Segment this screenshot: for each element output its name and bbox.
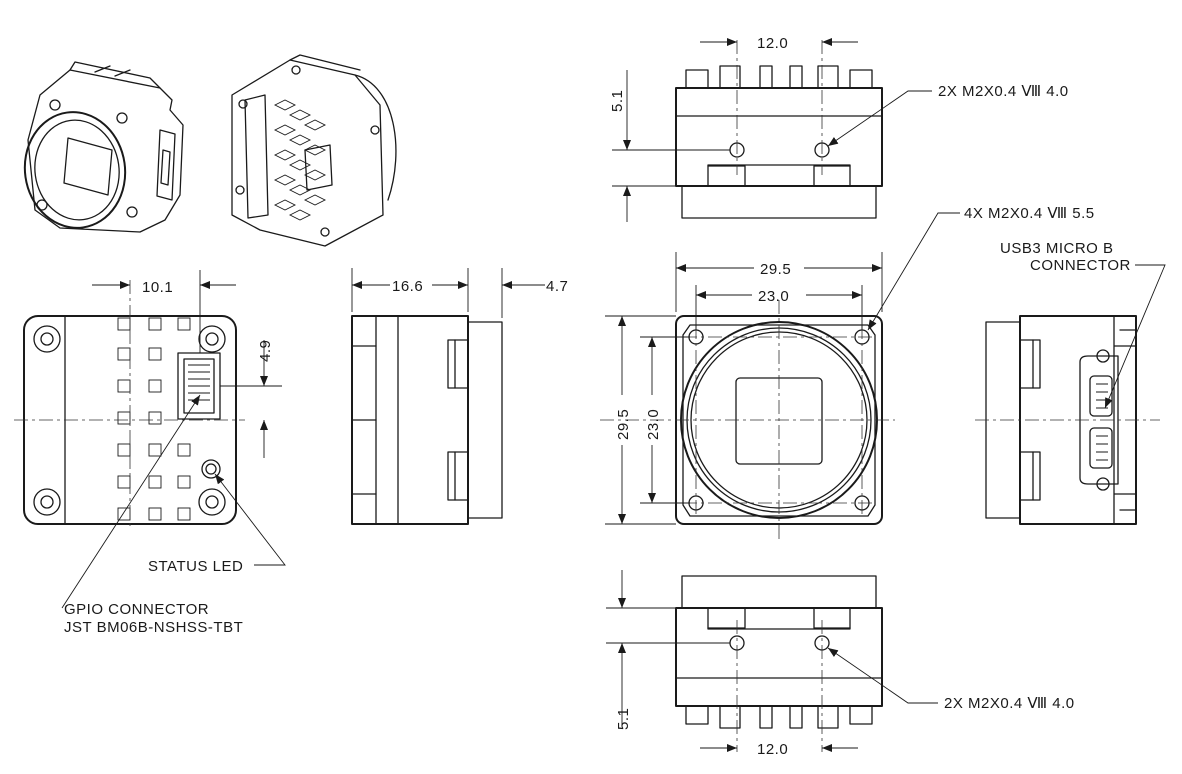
back-callouts: STATUS LED GPIO CONNECTOR JST BM06B-NSHS… <box>61 394 286 636</box>
usb-side-view <box>975 315 1160 525</box>
usb-label-line2: CONNECTOR <box>1030 257 1131 274</box>
top-view <box>675 40 883 219</box>
dim-back-10-1: 10.1 <box>142 279 173 296</box>
dim-front-23-0-h: 23.0 <box>758 288 789 305</box>
top-dims: 12.0 5.1 2X M2X0.4 Ⅷ 4.0 <box>609 35 1069 222</box>
back-view <box>14 280 245 530</box>
back-dims: 10.1 4.9 <box>92 270 282 458</box>
dim-bottom-12: 12.0 <box>757 741 788 758</box>
bottom-dims: 12.0 5.1 2X M2X0.4 Ⅷ 4.0 <box>606 570 1075 758</box>
bottom-thread-callout: 2X M2X0.4 Ⅷ 4.0 <box>944 695 1075 712</box>
gpio-label-line2: JST BM06B-NSHSS-TBT <box>64 619 243 636</box>
dim-top-5-1: 5.1 <box>609 90 626 112</box>
iso-view-front <box>23 61 184 233</box>
side-view <box>351 315 503 525</box>
front-view <box>600 300 895 540</box>
front-thread-callout: 4X M2X0.4 Ⅷ 5.5 <box>964 205 1095 222</box>
usb-label-line1: USB3 MICRO B <box>1000 240 1114 257</box>
dim-back-4-9: 4.9 <box>257 340 274 362</box>
side-dims: 16.6 4.7 <box>351 268 568 318</box>
dim-side-16-6: 16.6 <box>392 278 423 295</box>
gpio-label-line1: GPIO CONNECTOR <box>64 601 209 618</box>
dim-side-4-7: 4.7 <box>546 278 568 295</box>
status-led-label: STATUS LED <box>148 558 243 575</box>
dim-front-29-5-h: 29.5 <box>760 261 791 278</box>
front-dims: 29.5 23.0 29.5 23.0 4X M2X0.4 Ⅷ 5.5 <box>605 205 1095 525</box>
top-thread-callout: 2X M2X0.4 Ⅷ 4.0 <box>938 83 1069 100</box>
iso-view-back <box>231 54 397 247</box>
dim-front-29-5-v: 29.5 <box>615 409 632 440</box>
dim-bottom-5-1: 5.1 <box>615 708 632 730</box>
usb-callout: USB3 MICRO B CONNECTOR <box>1000 240 1166 409</box>
dim-front-23-0-v: 23.0 <box>645 409 662 440</box>
bottom-view <box>675 575 883 752</box>
dim-top-12: 12.0 <box>757 35 788 52</box>
